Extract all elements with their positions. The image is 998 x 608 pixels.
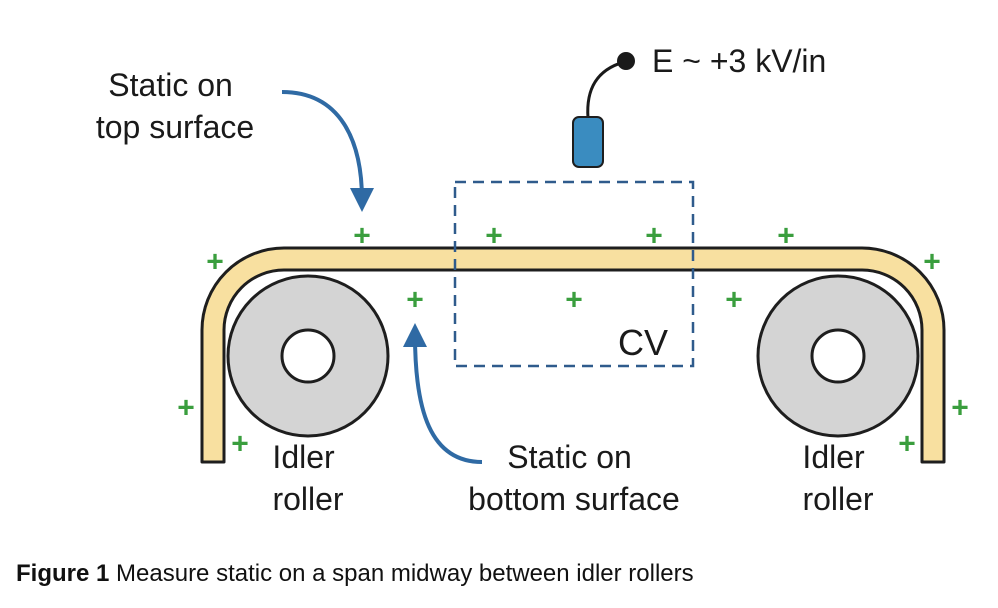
bottom-surface-label-line2: bottom surface [468, 481, 680, 517]
right-roller-label-line2: roller [802, 481, 873, 517]
bottom-surface-label-line1: Static on [507, 439, 632, 475]
control-volume-box [453, 180, 695, 368]
top-surface-label: Static on top surface [96, 67, 254, 145]
figure-number: Figure 1 [16, 560, 110, 587]
caption-text: Measure static on a span midway between … [116, 560, 694, 587]
charge-plus: + [898, 428, 916, 461]
charge-plus: + [777, 220, 795, 253]
web-film [200, 246, 946, 464]
left-roller-label-line2: roller [272, 481, 343, 517]
field-strength-label: E ~ +3 kV/in [652, 43, 826, 79]
right-idler-roller [756, 274, 920, 438]
charge-plus: + [406, 284, 424, 317]
charge-plus: + [206, 246, 224, 279]
right-roller-label-line1: Idler [802, 439, 865, 475]
left-roller-label-line1: Idler [272, 439, 335, 475]
cv-label: CV [618, 322, 668, 363]
charge-plus: + [231, 428, 249, 461]
bottom-surface-arrow [403, 323, 483, 464]
web-static-diagram: CV E ~ +3 kV/in Static on top surface St… [96, 43, 969, 517]
top-surface-arrow [281, 90, 374, 212]
charge-plus: + [645, 220, 663, 253]
top-surface-label-line2: top surface [96, 109, 254, 145]
charge-plus: + [177, 392, 195, 425]
top-surface-label-line1: Static on [108, 67, 233, 103]
charge-plus: + [565, 284, 583, 317]
charge-plus: + [725, 284, 743, 317]
charge-plus: + [923, 246, 941, 279]
left-idler-roller [226, 274, 390, 438]
charge-plus: + [485, 220, 503, 253]
right-roller-label: Idler roller [802, 439, 873, 517]
field-meter-probe [572, 52, 635, 168]
bottom-surface-label: Static on bottom surface [468, 439, 680, 517]
charge-plus: + [353, 220, 371, 253]
charge-plus: + [951, 392, 969, 425]
left-roller-label: Idler roller [272, 439, 343, 517]
figure-caption: Figure 1 Measure static on a span midway… [16, 560, 694, 588]
